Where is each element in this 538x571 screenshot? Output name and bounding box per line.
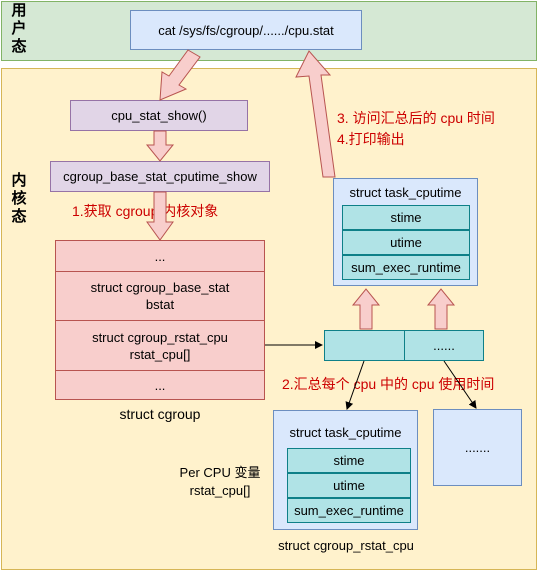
arrow-cell0-to-bottom	[345, 360, 365, 410]
cgroup-caption: struct cgroup	[119, 406, 201, 422]
cgroup-row-ellipsis-bottom: ...	[55, 370, 265, 400]
block-arrow-cell1-up	[426, 288, 456, 330]
task-cputime-bottom-utime: utime	[287, 473, 411, 498]
step3-annotation: 3. 访问汇总后的 cpu 时间	[337, 110, 495, 126]
cgroup-row-ellipsis-top: ...	[55, 240, 265, 272]
percpu-array-cell-1: ......	[404, 330, 484, 361]
cgroup-row-bstat: struct cgroup_base_stat bstat	[55, 271, 265, 321]
task-cputime-bottom-title: struct task_cputime	[289, 424, 402, 440]
per-cpu-variable-label: Per CPU 变量 rstat_cpu[]	[179, 465, 261, 498]
task-cputime-top-sum-exec-runtime: sum_exec_runtime	[342, 255, 470, 280]
task-cputime-top-title: struct task_cputime	[349, 184, 462, 200]
cgroup-base-stat-cputime-show-function: cgroup_base_stat_cputime_show	[50, 161, 270, 192]
arrow-cell1-to-other	[443, 360, 477, 409]
cgroup-rstat-cpu-caption: struct cgroup_rstat_cpu	[278, 537, 414, 553]
task-cputime-top-stime: stime	[342, 205, 470, 230]
task-cputime-bottom-stime: stime	[287, 448, 411, 473]
user-command-box: cat /sys/fs/cgroup/....../cpu.stat	[130, 10, 362, 50]
block-arrow-cell0-up	[351, 288, 381, 330]
task-cputime-top: struct task_cputime stime utime sum_exec…	[333, 178, 478, 286]
other-cpu-box: .......	[433, 409, 522, 486]
block-arrow-command-to-show	[159, 49, 201, 101]
cpu-stat-show-function: cpu_stat_show()	[70, 100, 248, 131]
step2-annotation: 2.汇总每个 cpu 中的 cpu 使用时间	[282, 376, 495, 392]
user-space-label: 用户态	[11, 2, 27, 55]
kernel-space-label: 内核态	[11, 172, 27, 225]
block-arrow-show-to-base	[145, 130, 175, 162]
block-arrow-base-to-cgroup	[146, 191, 174, 241]
block-arrow-cputime-to-command	[295, 50, 336, 178]
step1-annotation: 1.获取 cgroup 内核对象	[72, 203, 219, 219]
step4-annotation: 4.打印输出	[337, 131, 405, 147]
task-cputime-bottom-sum-exec-runtime: sum_exec_runtime	[287, 498, 411, 523]
task-cputime-top-utime: utime	[342, 230, 470, 255]
task-cputime-bottom: struct task_cputime stime utime sum_exec…	[273, 410, 418, 530]
